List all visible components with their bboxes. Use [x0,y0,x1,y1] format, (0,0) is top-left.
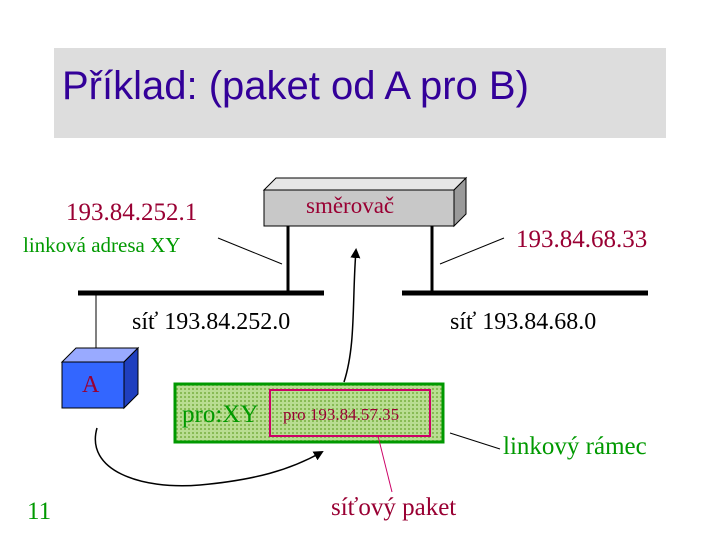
router-box [262,176,468,228]
title-band [54,48,666,138]
pointer-packet [377,435,393,493]
network-packet-caption: síťový paket [331,494,457,521]
right-network-label: síť 193.84.68.0 [450,309,597,335]
page-number: 11 [27,498,52,525]
arrow-frame-to-router [343,248,361,383]
slide-title: Příklad: (paket od A pro B) [62,64,529,108]
link-address-label: linková adresa XY [23,233,181,257]
pointer-left-ip [217,237,283,265]
frame-destination-label: pro:XY [182,401,259,428]
host-a-label: A [82,372,100,398]
right-ip-label: 193.84.68.33 [516,226,648,253]
packet-box [269,389,431,437]
left-network-label: síť 193.84.252.0 [132,309,291,335]
pointer-frame [449,432,501,450]
left-ip-label: 193.84.252.1 [66,199,198,226]
host-a-cube [60,346,140,410]
packet-destination-label: pro 193.84.57.35 [283,405,400,424]
pointer-right-ip [439,237,505,265]
link-frame-caption: linkový rámec [503,433,647,460]
arrow-host-to-frame [94,427,324,487]
router-label: směrovač [306,193,395,218]
